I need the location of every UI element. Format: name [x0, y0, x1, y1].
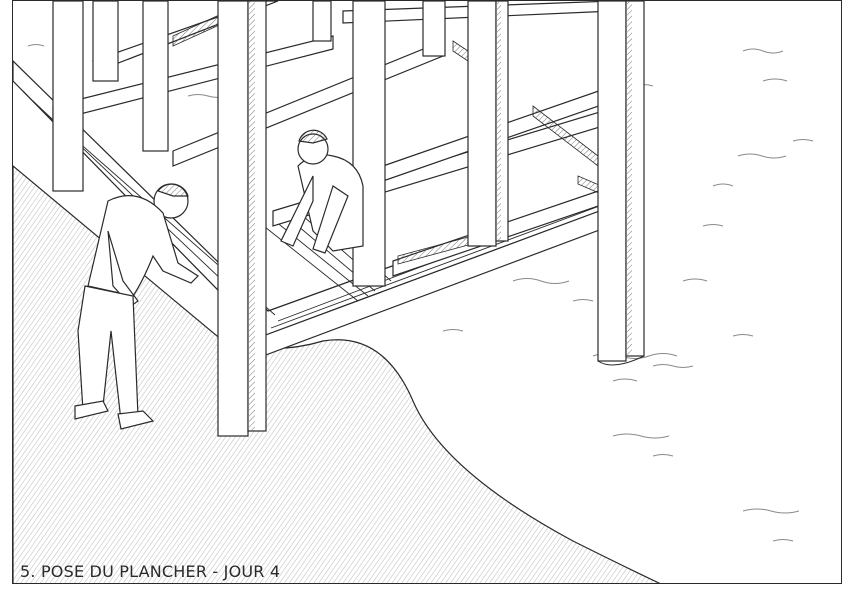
illustration-frame: 5. POSE DU PLANCHER - JOUR 4 — [12, 0, 842, 584]
worker-figure-back — [281, 130, 363, 253]
step-caption: 5. POSE DU PLANCHER - JOUR 4 — [20, 562, 280, 581]
construction-illustration — [13, 1, 842, 584]
